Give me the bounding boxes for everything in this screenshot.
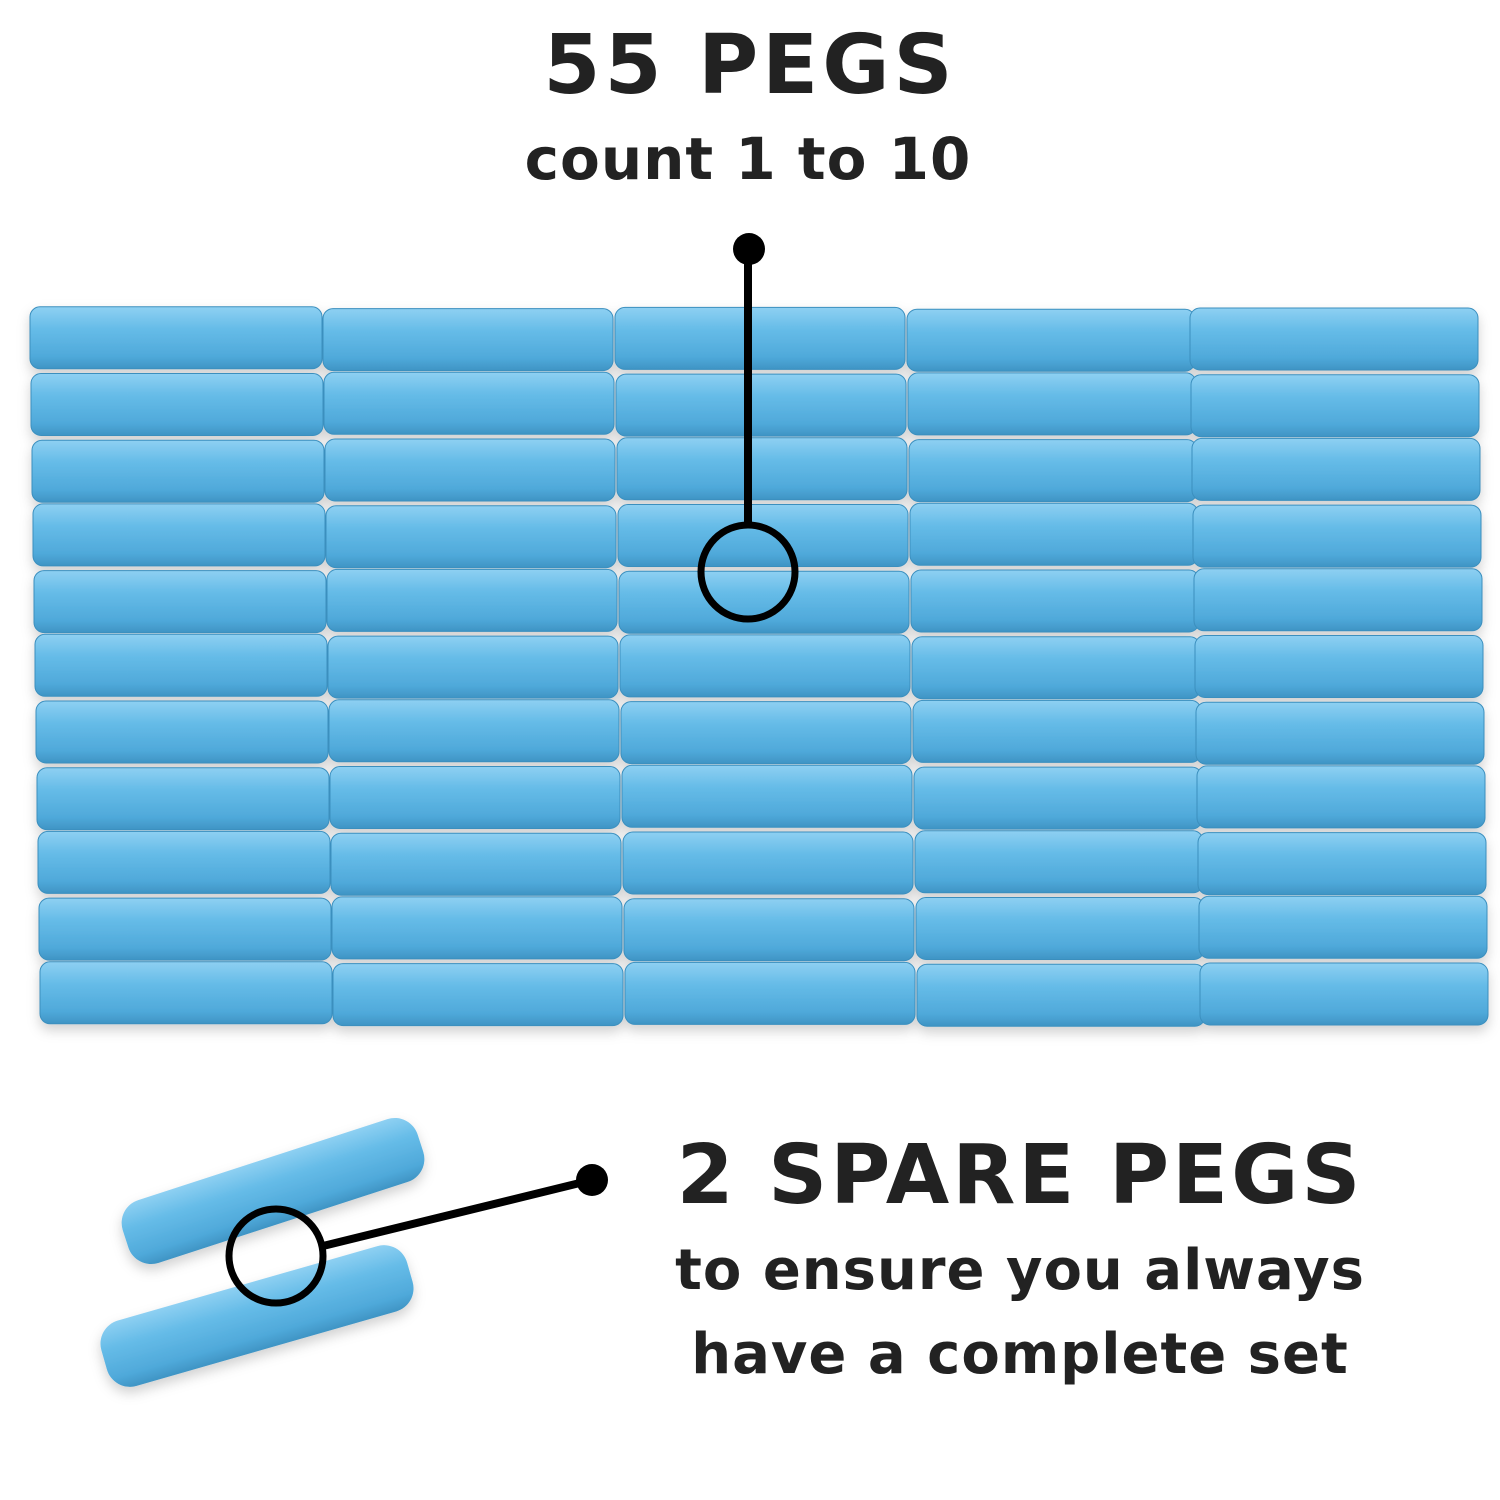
peg xyxy=(330,832,622,896)
peg xyxy=(620,701,912,765)
peg xyxy=(621,764,913,828)
peg xyxy=(912,699,1202,763)
peg xyxy=(1196,765,1486,829)
spare-pegs-description-line1: to ensure you always xyxy=(675,1238,1365,1303)
peg xyxy=(1189,307,1479,371)
peg xyxy=(332,963,624,1027)
peg xyxy=(331,896,623,960)
peg xyxy=(906,308,1196,372)
spare-callout xyxy=(225,1164,608,1307)
headline-peg-count: 55 PEGS xyxy=(543,18,957,113)
peg xyxy=(34,633,328,697)
peg xyxy=(29,306,323,370)
peg xyxy=(910,569,1200,633)
peg xyxy=(38,897,332,961)
spare-peg xyxy=(121,1117,425,1265)
peg xyxy=(1192,504,1482,568)
peg xyxy=(1197,832,1487,896)
peg xyxy=(913,766,1203,830)
peg xyxy=(916,963,1206,1027)
peg xyxy=(622,831,914,895)
peg xyxy=(39,961,333,1025)
peg xyxy=(623,898,915,962)
peg xyxy=(624,961,916,1025)
peg xyxy=(1195,701,1485,765)
peg xyxy=(326,568,618,632)
peg xyxy=(323,371,615,435)
peg-grid xyxy=(29,306,1489,1027)
spare-pegs xyxy=(100,1117,425,1387)
peg xyxy=(908,439,1198,503)
peg xyxy=(617,504,909,567)
peg xyxy=(914,830,1204,894)
peg xyxy=(1190,374,1480,438)
peg xyxy=(614,306,906,370)
spare-pegs-description-line2: have a complete set xyxy=(691,1322,1349,1387)
peg xyxy=(37,830,331,894)
spare-pegs-headline: 2 SPARE PEGS xyxy=(676,1128,1364,1223)
peg xyxy=(322,308,614,372)
peg xyxy=(35,700,329,764)
peg xyxy=(325,505,617,569)
peg xyxy=(31,439,325,503)
peg xyxy=(1199,962,1489,1026)
peg xyxy=(33,570,327,634)
callout-line xyxy=(322,1176,593,1250)
subheadline-count-range: count 1 to 10 xyxy=(524,125,972,193)
spare-peg xyxy=(100,1245,414,1387)
peg xyxy=(30,373,324,436)
peg xyxy=(911,636,1201,700)
peg xyxy=(327,635,619,699)
callout-ring xyxy=(697,521,799,623)
peg xyxy=(329,766,621,829)
peg xyxy=(1191,437,1481,501)
peg xyxy=(1193,568,1483,632)
callout-ring xyxy=(225,1205,327,1307)
peg xyxy=(36,767,330,831)
peg xyxy=(909,502,1199,566)
peg xyxy=(1194,635,1484,698)
peg xyxy=(616,437,908,501)
callout-dot xyxy=(733,233,765,265)
peg xyxy=(1198,895,1488,959)
peg xyxy=(915,897,1205,960)
peg xyxy=(907,372,1197,436)
peg xyxy=(328,699,620,763)
peg xyxy=(619,634,911,698)
top-callout xyxy=(697,233,799,623)
peg xyxy=(324,438,616,502)
peg xyxy=(618,570,910,634)
peg xyxy=(615,373,907,437)
peg xyxy=(32,503,326,567)
